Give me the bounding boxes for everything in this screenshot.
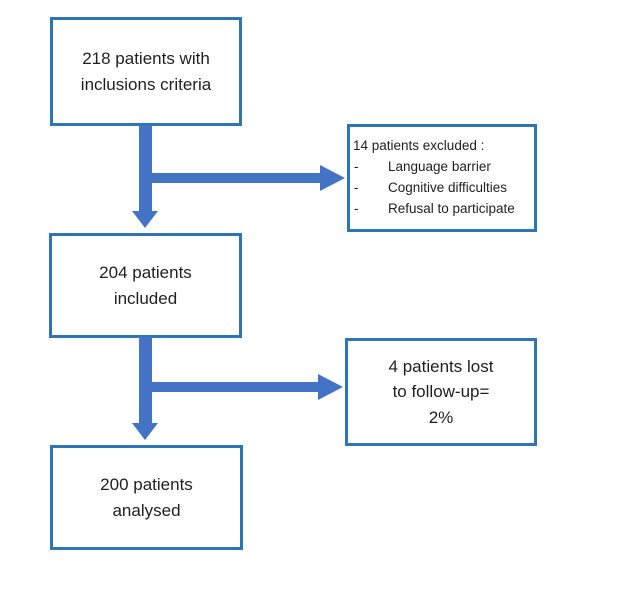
analysed-line-1: 200 patients: [100, 475, 193, 494]
excluded-title: 14 patients excluded :: [353, 138, 485, 153]
excluded-item: - Refusal to participate: [353, 199, 530, 220]
arrow-shaft-horizontal: [146, 173, 320, 183]
box-lost-to-followup: 4 patients lost to follow-up= 2%: [345, 338, 537, 446]
arrow-shaft-horizontal: [146, 382, 318, 392]
excluded-item: - Cognitive difficulties: [353, 178, 530, 199]
arrow-head-right: [320, 165, 345, 191]
excluded-item-text: Refusal to participate: [388, 200, 515, 216]
excluded-item-text: Cognitive difficulties: [388, 179, 508, 195]
arrow-shaft-vertical: [139, 125, 152, 212]
arrow-head-down: [132, 423, 158, 440]
included-line-2: included: [113, 288, 178, 308]
lost-line-1: 4 patients lost: [388, 356, 494, 376]
box-included: 204 patients included: [49, 233, 242, 338]
excluded-item-bullet: -: [354, 158, 359, 174]
box-analysed: 200 patients analysed: [50, 445, 243, 550]
excluded-item-bullet: -: [354, 179, 359, 195]
inclusion-line-2: inclusions criteria: [80, 74, 212, 94]
inclusion-line-1: 218 patients with: [82, 49, 210, 68]
lost-line-2: to follow-up=: [392, 382, 490, 402]
analysed-line-2: analysed: [112, 500, 181, 520]
box-inclusion: 218 patients with inclusions criteria: [50, 17, 242, 126]
box-excluded: 14 patients excluded : - Language barrie…: [347, 124, 537, 232]
excluded-item: - Language barrier: [353, 157, 530, 178]
arrow-shaft-vertical: [139, 337, 152, 424]
excluded-item-text: Language barrier: [388, 158, 491, 174]
arrow-head-right: [318, 374, 343, 400]
lost-line-3: 2%: [428, 407, 454, 427]
arrow-head-down: [132, 211, 158, 228]
included-line-1: 204 patients: [99, 263, 192, 282]
excluded-item-bullet: -: [354, 200, 359, 216]
